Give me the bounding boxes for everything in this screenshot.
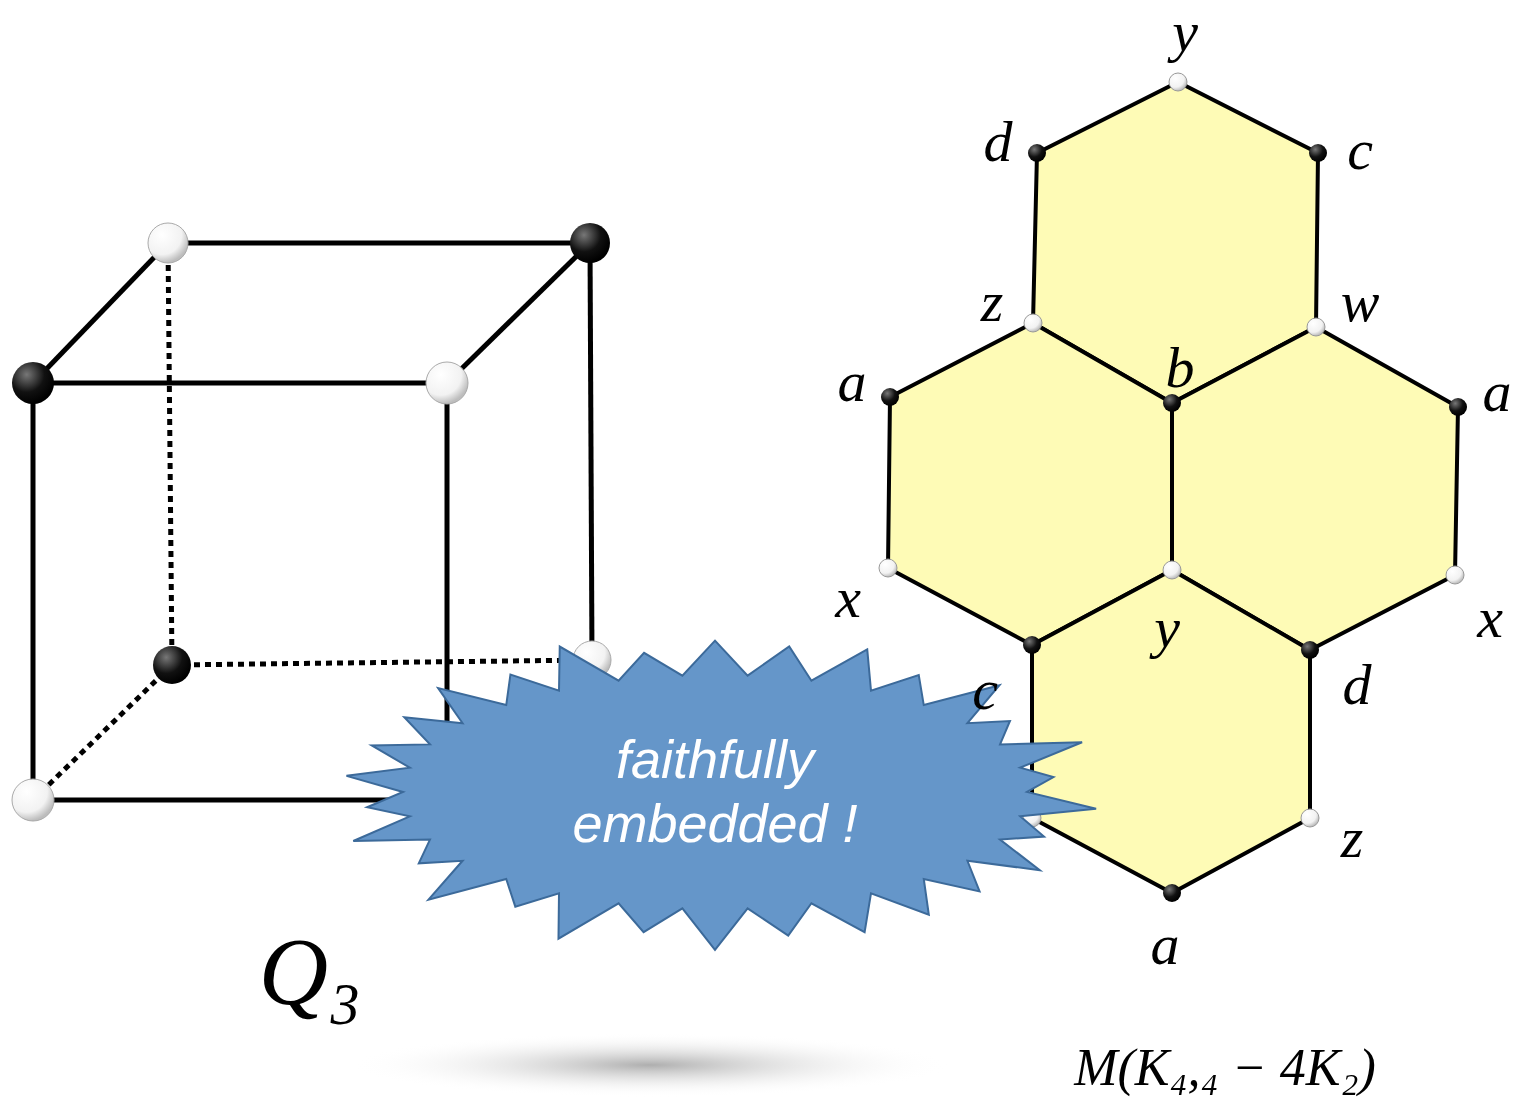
vertex-label: x: [1477, 589, 1503, 647]
shadow: [350, 1033, 950, 1097]
vertex-label: x: [835, 569, 861, 627]
vertex-label: w: [1341, 273, 1380, 331]
vertex-label: c: [1347, 121, 1373, 179]
vertex-label: a: [838, 353, 867, 411]
vertex-label: a: [1483, 363, 1512, 421]
starburst-outline: [346, 641, 1096, 950]
vertex-label: z: [1341, 809, 1364, 867]
vertex-label: d: [1343, 656, 1372, 714]
caption-label: M(K₄,₄ − 4K₂): [1074, 1042, 1376, 1094]
vertex-label: y: [1172, 3, 1198, 61]
vertex-label: c: [972, 661, 998, 719]
vertex-label: y: [1154, 599, 1180, 657]
vertex-label: a: [1151, 916, 1180, 974]
vertex-label: z: [981, 273, 1004, 331]
vertex-label: b: [1166, 339, 1195, 397]
graph-name: Q₃: [259, 924, 362, 1020]
callout-text: faithfully embedded !: [550, 728, 880, 855]
vertex-label: d: [984, 113, 1013, 171]
